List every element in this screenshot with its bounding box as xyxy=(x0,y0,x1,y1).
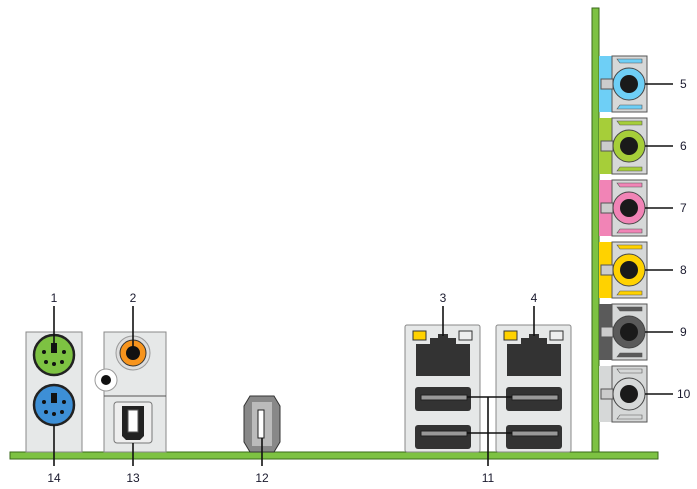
callout-2: 2 xyxy=(130,291,137,305)
leader-lines xyxy=(53,306,535,466)
audio-jack-mic-icon[interactable] xyxy=(599,179,673,237)
callout-13: 13 xyxy=(126,471,140,485)
audio-jacks xyxy=(599,55,673,423)
callout-11: 11 xyxy=(482,471,495,485)
callout-4: 4 xyxy=(531,291,538,305)
audio-jack-center-bass-icon[interactable] xyxy=(599,241,673,299)
callout-12: 12 xyxy=(255,471,269,485)
ps2-mouse-port-icon[interactable] xyxy=(32,333,76,377)
callout-9: 9 xyxy=(680,325,687,339)
audio-jack-line-out-icon[interactable] xyxy=(599,117,673,175)
audio-jack-line-in-icon[interactable] xyxy=(599,55,673,113)
callout-14: 14 xyxy=(47,471,61,485)
callout-8: 8 xyxy=(680,263,687,277)
callout-1: 1 xyxy=(51,291,58,305)
usb-port-icon[interactable] xyxy=(506,425,562,449)
callout-3: 3 xyxy=(440,291,447,305)
lan-port-icon[interactable] xyxy=(507,334,561,376)
coaxial-port-icon[interactable] xyxy=(115,335,151,371)
small-jack-icon xyxy=(94,368,118,392)
audio-jack-side-speaker-icon[interactable] xyxy=(599,365,673,423)
callout-6: 6 xyxy=(680,139,687,153)
callout-5: 5 xyxy=(680,77,687,91)
board-vertical xyxy=(591,7,600,453)
lan-port-icon[interactable] xyxy=(416,334,470,376)
ps2-keyboard-port-icon[interactable] xyxy=(32,383,76,427)
lan-usb-panel-2 xyxy=(495,324,572,453)
callout-7: 7 xyxy=(680,201,687,215)
usb-port-icon[interactable] xyxy=(415,425,471,449)
usb-port-icon[interactable] xyxy=(415,387,471,411)
ieee1394-port-icon[interactable] xyxy=(243,395,281,453)
usb-port-icon[interactable] xyxy=(506,387,562,411)
callout-10: 10 xyxy=(677,387,691,401)
ps2-panel xyxy=(25,331,83,453)
board-horizontal xyxy=(9,451,659,460)
optical-port-icon[interactable] xyxy=(113,401,153,444)
spdif-panel xyxy=(94,331,167,453)
audio-jack-rear-speaker-icon[interactable] xyxy=(599,303,673,361)
lan-usb-panel-1 xyxy=(404,324,481,453)
